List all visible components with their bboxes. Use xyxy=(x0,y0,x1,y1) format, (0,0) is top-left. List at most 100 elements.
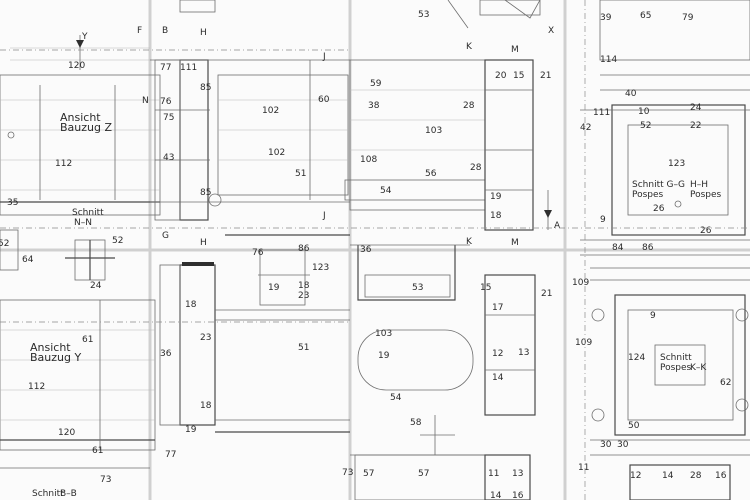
center-main-plate: J J 102 102 60 51 76 86 19 18 23 123 51 … xyxy=(215,52,353,478)
view-schnitt-nn: Schnitt N–N 64 52 24 52 xyxy=(0,208,123,291)
pos-number: 38 xyxy=(368,101,380,111)
view-ansicht-z: Y Ansicht Bauzug Z 120 112 35 xyxy=(0,32,161,216)
view-title-line1: Ansicht xyxy=(30,341,71,354)
view-title-line2: N–N xyxy=(74,218,92,228)
pos-number: 18 xyxy=(490,211,502,221)
pos-number: 64 xyxy=(22,255,34,265)
pos-number: 19 xyxy=(490,192,502,202)
pos-number: 21 xyxy=(541,289,552,299)
pos-number: 77 xyxy=(160,63,171,73)
view-title-line3: Pospes xyxy=(660,363,692,373)
pos-number: 11 xyxy=(578,463,589,473)
center-left-column: F B H N G H 77 111 76 75 43 85 85 18 23 … xyxy=(137,0,350,460)
pos-number: 65 xyxy=(640,11,651,21)
pos-number: 51 xyxy=(295,169,306,179)
pos-number: 111 xyxy=(180,63,197,73)
view-title-line1: Schnitt xyxy=(660,353,692,363)
section-letter: B xyxy=(162,26,168,36)
pos-number: 16 xyxy=(715,471,727,481)
view-title-line2b: Pospes xyxy=(690,190,722,200)
pos-number: 26 xyxy=(653,204,665,214)
pos-number: 11 xyxy=(488,469,499,479)
pos-number: 56 xyxy=(425,169,437,179)
pos-number: 23 xyxy=(298,291,309,301)
pos-number: 52 xyxy=(112,236,123,246)
pos-number: 120 xyxy=(68,61,85,71)
section-letter: K xyxy=(466,42,473,52)
pos-number: 102 xyxy=(262,106,279,116)
pos-number: 73 xyxy=(342,468,353,478)
pos-number: 73 xyxy=(100,475,111,485)
pos-number: 114 xyxy=(600,55,617,65)
pos-number: 62 xyxy=(720,378,731,388)
pos-number: 123 xyxy=(668,159,685,169)
pos-number: 76 xyxy=(252,248,264,258)
pos-number: 20 xyxy=(495,71,507,81)
view-title-line1: Schnitt xyxy=(32,489,64,499)
center-right-column: K K M M X A 53 59 38 103 108 54 56 28 28… xyxy=(344,0,561,500)
pos-number: 26 xyxy=(700,226,712,236)
view-title-line1: Schnitt G–G xyxy=(632,180,685,190)
section-letter: N xyxy=(142,96,149,106)
section-letter: A xyxy=(554,221,561,231)
pos-number: 61 xyxy=(92,446,103,456)
view-schnitt-bb: Schnitt B–B 73 xyxy=(0,467,150,499)
pos-number: 60 xyxy=(318,95,330,105)
pos-number: 17 xyxy=(492,303,503,313)
pos-number: 103 xyxy=(425,126,442,136)
pos-number: 24 xyxy=(90,281,102,291)
view-schnitt-kk: Schnitt K–K Pospes 9 124 62 50 30 30 11 … xyxy=(575,267,750,500)
pos-number: 77 xyxy=(165,450,176,460)
pos-number: 19 xyxy=(378,351,390,361)
pos-number: 9 xyxy=(650,311,656,321)
pos-number: 58 xyxy=(410,418,422,428)
section-letter: K xyxy=(466,237,473,247)
view-title-line1: Ansicht xyxy=(60,111,101,124)
pos-number: 23 xyxy=(200,333,211,343)
pos-number: 14 xyxy=(662,471,674,481)
pos-number: 76 xyxy=(160,97,172,107)
pos-number: 54 xyxy=(380,186,392,196)
pos-number: 22 xyxy=(690,121,701,131)
pos-number: 12 xyxy=(630,471,641,481)
pos-number: 102 xyxy=(268,148,285,158)
pos-number: 123 xyxy=(312,263,329,273)
pos-number: 28 xyxy=(463,101,475,111)
pos-number: 75 xyxy=(163,113,174,123)
pos-number: 14 xyxy=(492,373,504,383)
pos-number: 51 xyxy=(298,343,309,353)
view-ansicht-y: Ansicht Bauzug Y 61 112 120 61 xyxy=(0,299,156,456)
view-title-line2: Bauzug Y xyxy=(30,351,81,364)
pos-number: 21 xyxy=(540,71,551,81)
section-letter: G xyxy=(162,231,169,241)
pos-number: 18 xyxy=(200,401,212,411)
pos-number: 30 xyxy=(617,440,629,450)
pos-number: 36 xyxy=(360,245,372,255)
pos-number: 53 xyxy=(418,10,429,20)
pos-number: 86 xyxy=(642,243,654,253)
pos-number: 112 xyxy=(28,382,45,392)
section-letter: M xyxy=(511,45,519,55)
pos-number: 16 xyxy=(512,491,524,500)
pos-number: 42 xyxy=(580,123,591,133)
pos-number: 111 xyxy=(593,108,610,118)
view-title-line2: K–K xyxy=(690,363,707,373)
pos-number: 35 xyxy=(7,198,18,208)
pos-number: 103 xyxy=(375,329,392,339)
pos-number: 36 xyxy=(160,349,172,359)
view-title-line2: Bauzug Z xyxy=(60,121,112,134)
pos-number: 57 xyxy=(363,469,374,479)
pos-number: 43 xyxy=(163,153,174,163)
section-letter: M xyxy=(511,238,519,248)
pos-number: 54 xyxy=(390,393,402,403)
pos-number: 12 xyxy=(492,349,503,359)
pos-number: 109 xyxy=(575,338,592,348)
view-title-line2: B–B xyxy=(60,489,77,499)
pos-number: 13 xyxy=(518,348,529,358)
view-title-line1b: H–H xyxy=(690,180,708,190)
section-letter-y: Y xyxy=(81,32,88,42)
pos-number: 30 xyxy=(600,440,612,450)
pos-number: 120 xyxy=(58,428,75,438)
pos-number: 52 xyxy=(0,239,9,249)
